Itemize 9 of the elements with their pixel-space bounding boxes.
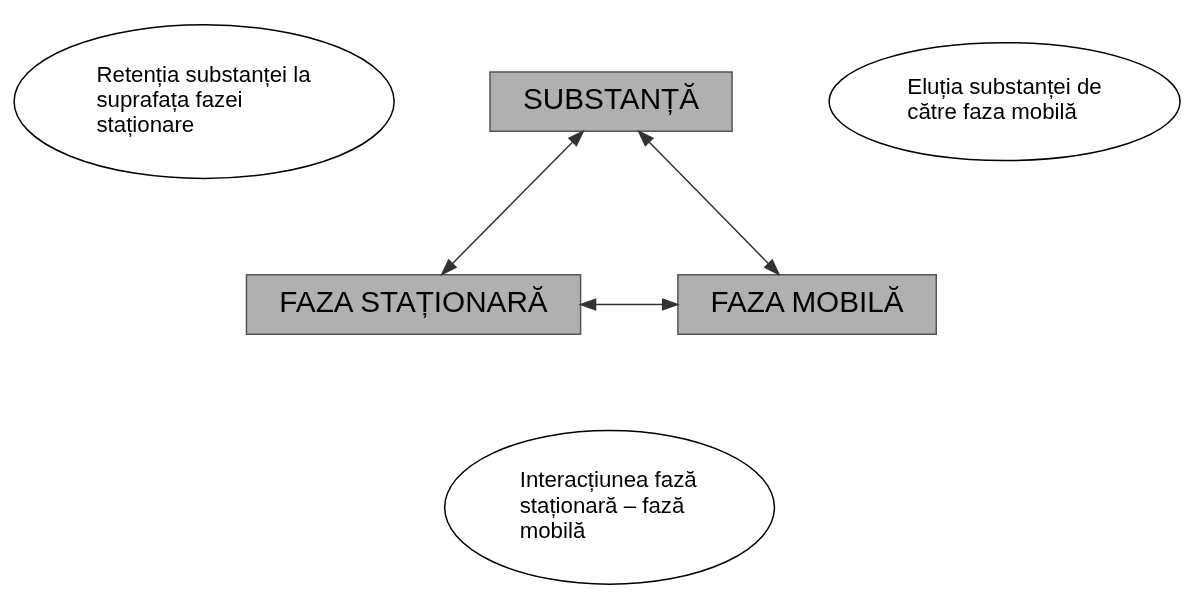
node-box: SUBSTANȚĂ	[489, 71, 733, 133]
node-ellipse: Eluția substanței de către faza mobilă	[828, 41, 1181, 162]
arrow	[637, 129, 781, 276]
node-box: FAZA STAȚIONARĂ	[245, 274, 582, 335]
arrow	[578, 298, 680, 311]
node-ellipse: Interacțiunea fază staționară – fază mobilă	[443, 429, 776, 585]
arrow	[440, 129, 585, 276]
node-ellipse: Retenția substanței la suprafața fazei staționare	[13, 24, 395, 180]
node-box: FAZA MOBILĂ	[677, 274, 938, 335]
